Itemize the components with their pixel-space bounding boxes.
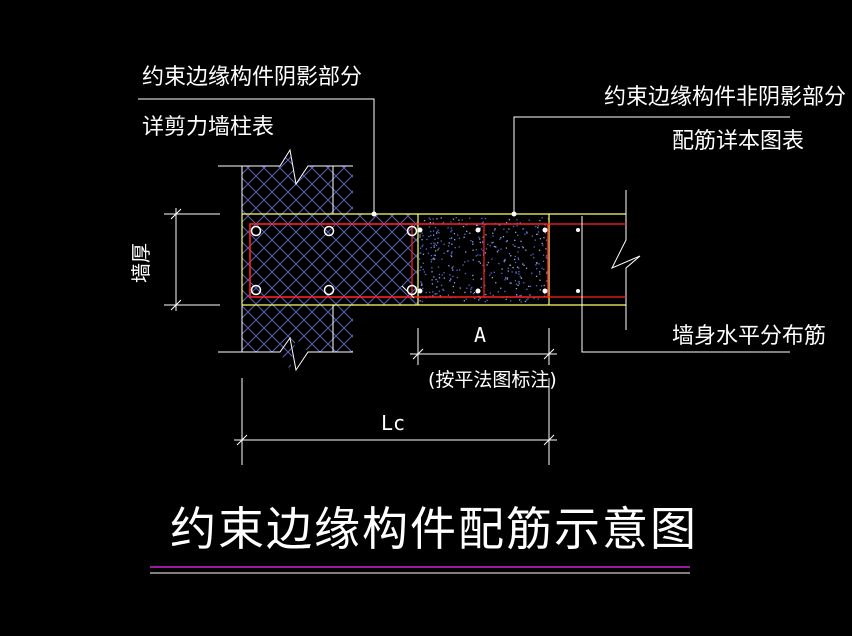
shadow-part-label: 约束边缘构件阴影部分 bbox=[142, 65, 362, 90]
nonshadow-part-label: 约束边缘构件非阴影部分 bbox=[604, 85, 846, 110]
rebar-bar bbox=[323, 284, 335, 296]
rebar-bar bbox=[417, 288, 423, 294]
dimension-a-note: (按平法图标注) bbox=[428, 369, 557, 391]
title-underline bbox=[150, 566, 690, 574]
dimension-lc-label: Lc bbox=[381, 411, 405, 435]
rebar-bar bbox=[475, 288, 481, 294]
rebar-bar bbox=[406, 284, 418, 296]
dimension-lc bbox=[234, 378, 557, 465]
rebar-bar bbox=[542, 227, 548, 233]
dimension-a-label: A bbox=[474, 323, 486, 347]
rebar-bar bbox=[323, 225, 335, 237]
column-hatch-region bbox=[218, 148, 418, 372]
drawing-title: 约束边缘构件配筋示意图 bbox=[170, 502, 698, 556]
shadow-part-reference: 详剪力墙柱表 bbox=[142, 115, 274, 140]
rebar-bar bbox=[417, 227, 423, 233]
rebar-stirrups bbox=[249, 223, 626, 299]
rebar-bar bbox=[576, 289, 580, 293]
nonshadow-part-reference: 配筋详本图表 bbox=[672, 129, 804, 154]
rebar-bar bbox=[250, 284, 262, 296]
wall-thickness-label: 墙厚 bbox=[129, 243, 153, 283]
leader-lines bbox=[138, 98, 790, 353]
rebar-bar bbox=[250, 225, 262, 237]
wall-rebar-label: 墙身水平分布筋 bbox=[672, 324, 826, 349]
rebar-bar bbox=[576, 228, 580, 232]
wall-thickness-dimension bbox=[164, 208, 220, 311]
rebar-bar bbox=[406, 225, 418, 237]
rebar-bars bbox=[250, 225, 580, 296]
dimension-a bbox=[410, 328, 557, 365]
rebar-bar bbox=[475, 227, 481, 233]
rebar-bar bbox=[542, 288, 548, 294]
